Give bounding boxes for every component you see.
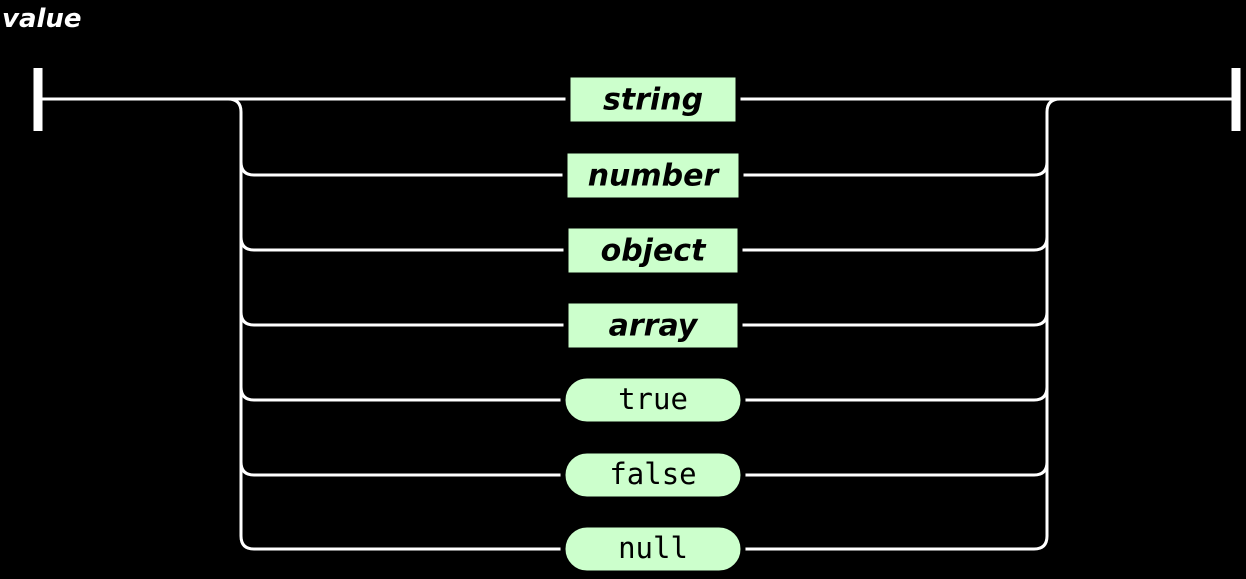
node-null-label: null [618,531,688,565]
node-array[interactable]: array [563,298,743,353]
rail-row2-in [239,161,566,177]
node-number-label: number [588,159,721,194]
rail-row4-in [239,311,566,327]
rail-row6-out [738,461,1049,477]
node-number[interactable]: number [562,148,744,203]
diagram-title: value [2,4,82,34]
rail-row3-out [740,236,1049,252]
node-false-pill[interactable] [560,448,746,502]
node-object[interactable]: object [563,223,743,278]
rail-left-trunk [227,97,255,551]
node-true-label: true [618,382,688,416]
rail-row5-out [738,386,1049,402]
node-null-pill[interactable] [560,522,746,576]
rail-row3-in [239,236,566,252]
node-string[interactable]: string [565,72,741,127]
node-string-box[interactable] [565,72,741,127]
rail-row2-out [740,161,1049,177]
node-number-box[interactable] [562,148,744,203]
rail-row6-in [239,461,568,477]
rail-row4-out [740,311,1049,327]
node-array-box[interactable] [563,298,743,353]
node-array-label: array [609,309,699,344]
node-string-label: string [603,83,703,118]
node-false[interactable]: false [560,448,746,502]
node-true-pill[interactable] [560,373,746,427]
node-null[interactable]: null [560,522,746,576]
node-false-label: false [609,457,696,491]
node-object-label: object [601,234,707,269]
node-true[interactable]: true [560,373,746,427]
rail-right-trunk [1033,97,1061,551]
rail-row5-in [239,386,568,402]
node-object-box[interactable] [563,223,743,278]
